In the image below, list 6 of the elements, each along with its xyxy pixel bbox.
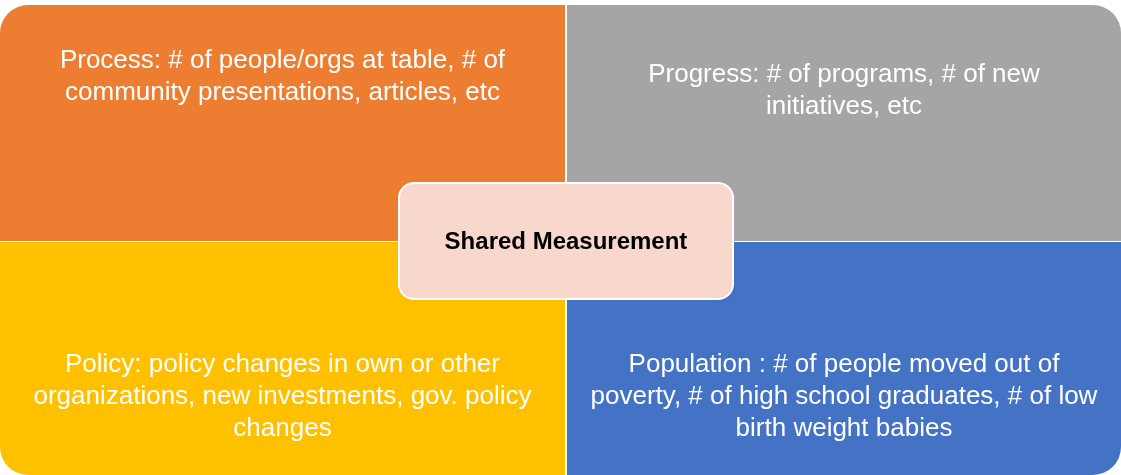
center-box (398, 182, 734, 300)
center-title: Shared Measurement (444, 227, 688, 255)
quadrant-text: Population : # of people moved out of poverty, # of high school graduates, # of low birth weight babies (589, 347, 1099, 443)
quadrant-text: Progress: # of programs, # of new initiatives, etc (647, 57, 1041, 121)
quadrant-text: Policy: policy changes in own or other organizations, new investments, gov. policy changes (32, 347, 533, 443)
quadrant-text: Process: # of people/orgs at table, # of community presentations, articles, etc (58, 43, 507, 107)
